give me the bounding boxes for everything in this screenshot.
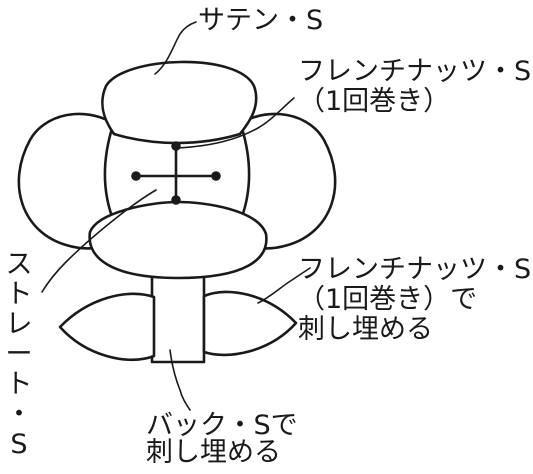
french-knot-bottom (171, 195, 181, 205)
right-leaf (202, 290, 298, 357)
french-knot-left (131, 171, 141, 181)
straight-char: ト (5, 279, 33, 310)
straight-char: ス (5, 249, 33, 280)
label-satin-stitch: サテン・S (198, 5, 324, 36)
top-petal (101, 60, 258, 145)
straight-char: レ (5, 309, 33, 340)
stem (150, 270, 206, 364)
label-french-knot-fill-line2: （1回巻き）で (298, 284, 478, 315)
label-french-knot-top-line1: フレンチナッツ・S (298, 56, 532, 87)
bottom-petal (88, 200, 268, 280)
straight-char: ・ (5, 399, 33, 430)
straight-char: S (10, 429, 28, 460)
leader-french-right (257, 267, 311, 304)
label-straight-stitch-vertical: ス ト レ ー ト ・ S (4, 250, 34, 460)
straight-char: ー (5, 339, 33, 370)
french-knot-right (211, 171, 221, 181)
leader-back (169, 349, 191, 411)
leader-satin (154, 21, 197, 75)
label-french-knot-top-line2: （1回巻き） (298, 86, 451, 117)
label-french-knot-fill-line1: フレンチナッツ・S (298, 254, 532, 285)
leader-french-top (177, 97, 295, 149)
label-back-stitch-line1: バック・Sで (146, 410, 298, 441)
leader-straight (41, 189, 157, 293)
straight-char: ト (5, 369, 33, 400)
label-back-stitch-line2: 刺し埋める (146, 437, 281, 468)
label-french-knot-fill-line3: 刺し埋める (298, 314, 433, 345)
french-knot-top (171, 141, 181, 151)
left-leaf (58, 292, 156, 362)
